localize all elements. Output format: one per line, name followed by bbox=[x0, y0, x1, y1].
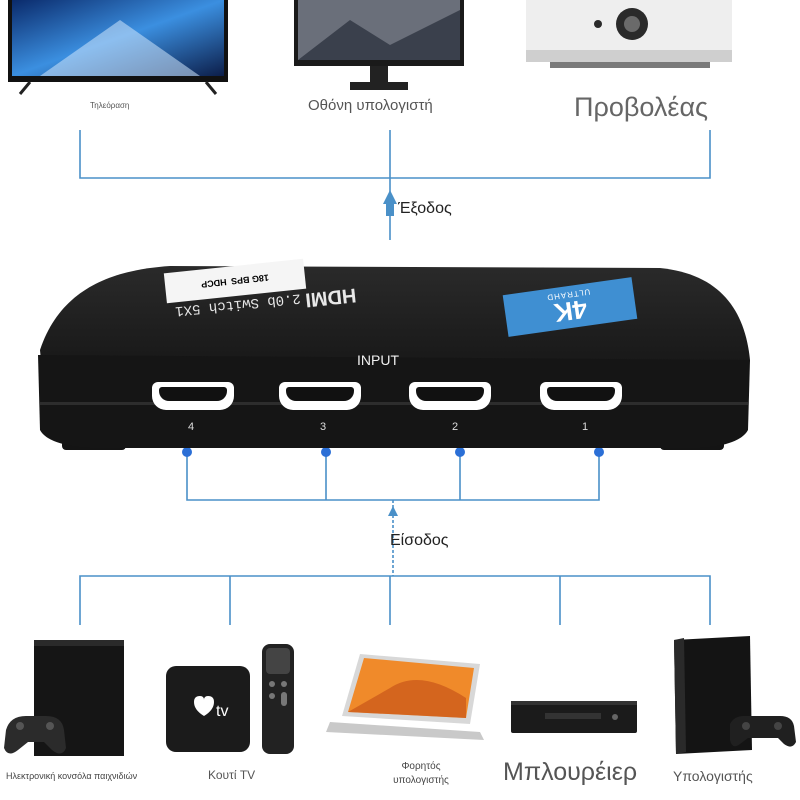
port-number-4: 4 bbox=[188, 421, 195, 433]
hdmi-port-3[interactable] bbox=[279, 382, 361, 410]
badge-4k: 4K bbox=[552, 294, 590, 329]
svg-text:tv: tv bbox=[216, 703, 228, 720]
pc-label: Υπολογιστής bbox=[673, 768, 753, 784]
spec-hdcp: HDCP bbox=[200, 276, 228, 290]
projector-label: Προβολέας bbox=[574, 92, 709, 122]
output-label: Έξοδος bbox=[398, 200, 452, 217]
laptop-icon bbox=[326, 654, 484, 740]
tv-icon bbox=[8, 0, 228, 95]
spec-gbps: 18G BPS bbox=[230, 272, 270, 287]
hdmi-switch bbox=[38, 266, 750, 450]
laptop-label: Φορητός υπολογιστής bbox=[393, 761, 449, 786]
port-number-3: 3 bbox=[320, 421, 327, 433]
tv-box-label: Κουτί TV bbox=[208, 768, 256, 782]
game-console-label: Ηλεκτρονική κονσόλα παιχνιδιών bbox=[6, 771, 138, 781]
monitor-icon bbox=[294, 0, 464, 90]
bluray-label: Μπλουρέιερ bbox=[503, 758, 638, 786]
tv-box-icon: tv bbox=[166, 644, 294, 754]
game-console-icon bbox=[4, 640, 124, 756]
input-text: INPUT bbox=[357, 352, 399, 368]
projector-icon bbox=[526, 0, 732, 68]
hdmi-port-1[interactable] bbox=[540, 382, 622, 410]
monitor-label: Οθόνη υπολογιστή bbox=[308, 97, 433, 114]
port-number-2: 2 bbox=[452, 421, 459, 433]
bluray-player-icon bbox=[511, 701, 637, 733]
port-number-1: 1 bbox=[582, 421, 589, 433]
input-flow-label: Είσοδος bbox=[390, 532, 449, 549]
hdmi-port-2[interactable] bbox=[409, 382, 491, 410]
input-arrow-icon bbox=[388, 506, 398, 516]
hdmi-port-4[interactable] bbox=[152, 382, 234, 410]
tv-label: Τηλεόραση bbox=[90, 101, 130, 110]
pc-icon bbox=[674, 636, 796, 754]
